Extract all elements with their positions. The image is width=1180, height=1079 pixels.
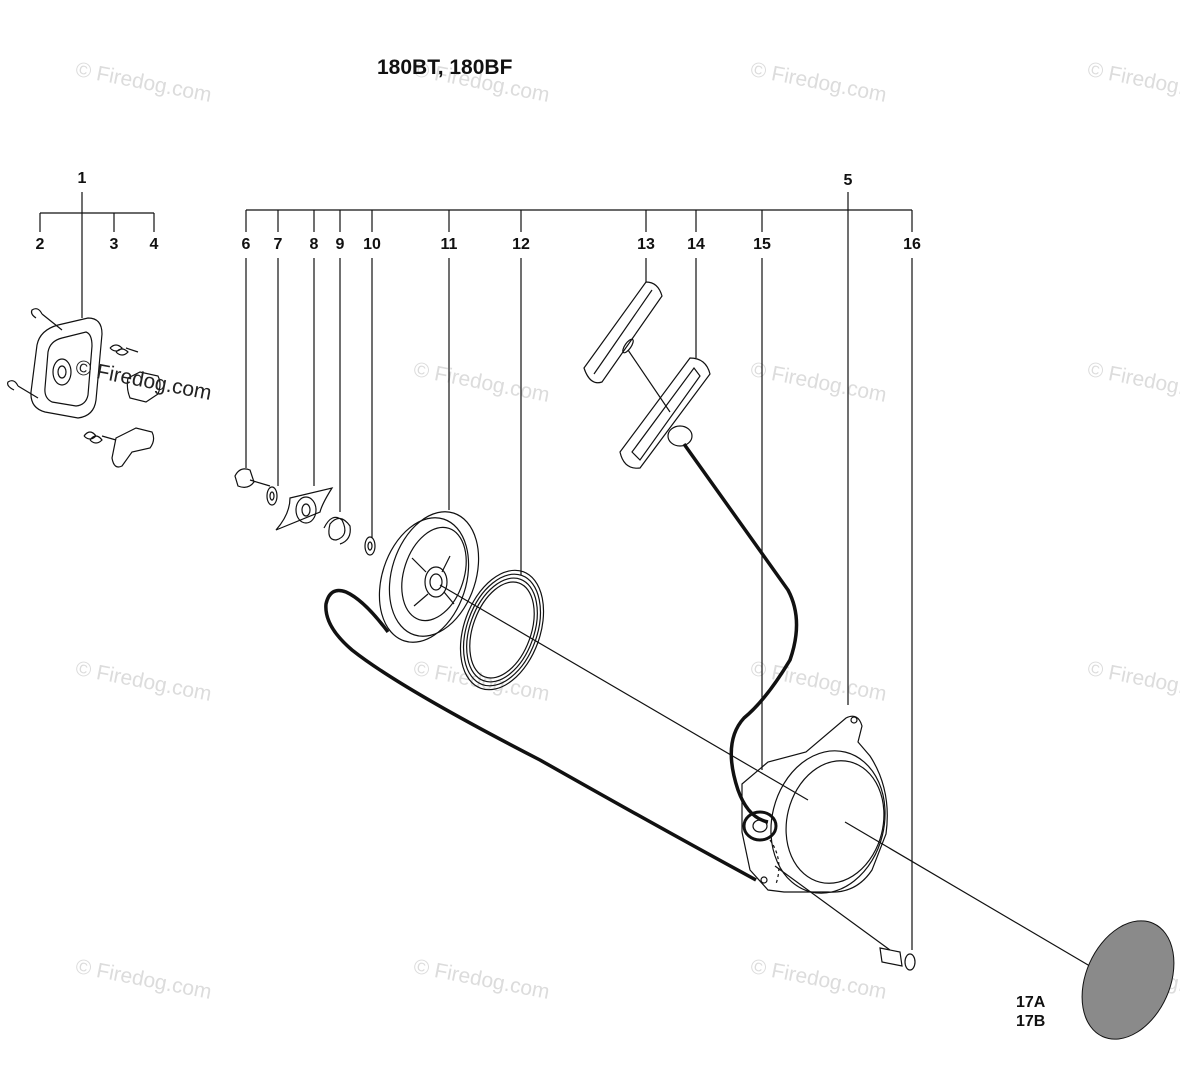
part-14-handle-insert [619,357,711,469]
callout-16: 16 [903,236,921,253]
part-12-recoil-spring [459,569,545,691]
part-10-washer [364,536,376,556]
part-5-starter-housing [741,715,888,894]
callout-17a: 17A [1016,994,1046,1011]
part-17-label-decal [1081,920,1175,1040]
leader-lines [39,192,913,950]
callout-14: 14 [687,236,705,253]
callout-8: 8 [309,236,319,253]
callout-17b: 17B [1016,1013,1046,1030]
callout-3: 3 [109,236,119,253]
part-6-screw [234,468,271,488]
callout-6: 6 [241,236,251,253]
callout-15: 15 [753,236,771,253]
part-11-rope-pulley [378,511,480,643]
part-15-starter-rope [324,442,799,882]
callout-9: 9 [335,236,345,253]
callout-10: 10 [363,236,381,253]
callout-5: 5 [843,172,853,189]
part-13-handle [583,281,663,384]
part-9-spring [323,516,351,545]
callout-11: 11 [440,236,458,253]
part-7-washer [266,486,278,506]
callout-7: 7 [273,236,283,253]
callout-1: 1 [77,170,87,187]
callout-4: 4 [149,236,159,253]
part-16-screw [879,947,916,971]
part-1-pawl-carrier [7,308,161,468]
callout-13: 13 [637,236,655,253]
callout-2: 2 [35,236,45,253]
callout-12: 12 [512,236,530,253]
diagram-title: 180BT, 180BF [377,56,513,79]
part-8-bushing [275,487,334,531]
